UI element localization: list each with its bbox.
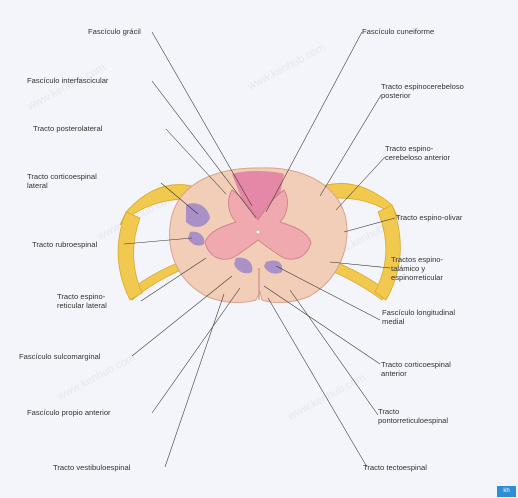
leader-line xyxy=(152,288,240,413)
label-tracto-tectoespinal: Tracto tectoespinal xyxy=(363,463,427,472)
label-fasciculo-gracil: Fascículo grácil xyxy=(88,27,141,36)
leader-line xyxy=(264,286,380,364)
label-fasciculo-cuneiforme: Fascículo cuneiforme xyxy=(362,27,434,36)
label-fasciculo-interfascicular: Fascículo interfascicular xyxy=(27,76,108,85)
watermark-text: www.kenhub.com xyxy=(245,42,328,94)
spinal-cord xyxy=(170,168,347,303)
watermark-text: www.kenhub.com xyxy=(25,62,108,114)
label-fasciculo-sulcomarginal: Fascículo sulcomarginal xyxy=(19,352,100,361)
label-tracto-rubroespinal: Tracto rubroespinal xyxy=(32,240,97,249)
label-tracto-corticoespinal-anterior: Tracto corticoespinal anterior xyxy=(381,360,451,378)
left-nerve xyxy=(118,212,142,300)
label-tracto-espino-olivar: Tracto espino-olivar xyxy=(396,213,462,222)
label-tracto-espinorreticular-lateral: Tracto espino- reticular lateral xyxy=(57,292,107,310)
kenhub-badge[interactable]: kh xyxy=(497,486,516,497)
label-fasciculo-longitudinal-medial: Fascículo longitudinal medial xyxy=(382,308,455,326)
central-canal xyxy=(256,230,260,234)
leader-line xyxy=(165,294,224,467)
label-tracto-espinocerebeloso-anterior: Tracto espino- cerebeloso anterior xyxy=(385,144,450,162)
label-tracto-posterolateral: Tracto posterolateral xyxy=(33,124,102,133)
label-tracto-vestibuloespinal: Tracto vestibuloespinal xyxy=(53,463,130,472)
label-fasciculo-propio-anterior: Fascículo propio anterior xyxy=(27,408,111,417)
label-tractos-espinotalamico: Tractos espino- talámico y espinorreticu… xyxy=(391,255,443,282)
label-tracto-espinocerebeloso-posterior: Tracto espinocerebeloso posterior xyxy=(381,82,464,100)
label-tracto-pontorreticuloespinal: Tracto pontorreticuloespinal xyxy=(378,407,448,425)
label-tracto-corticoespinal-lateral: Tracto corticoespinal lateral xyxy=(27,172,97,190)
leader-line xyxy=(320,95,381,196)
